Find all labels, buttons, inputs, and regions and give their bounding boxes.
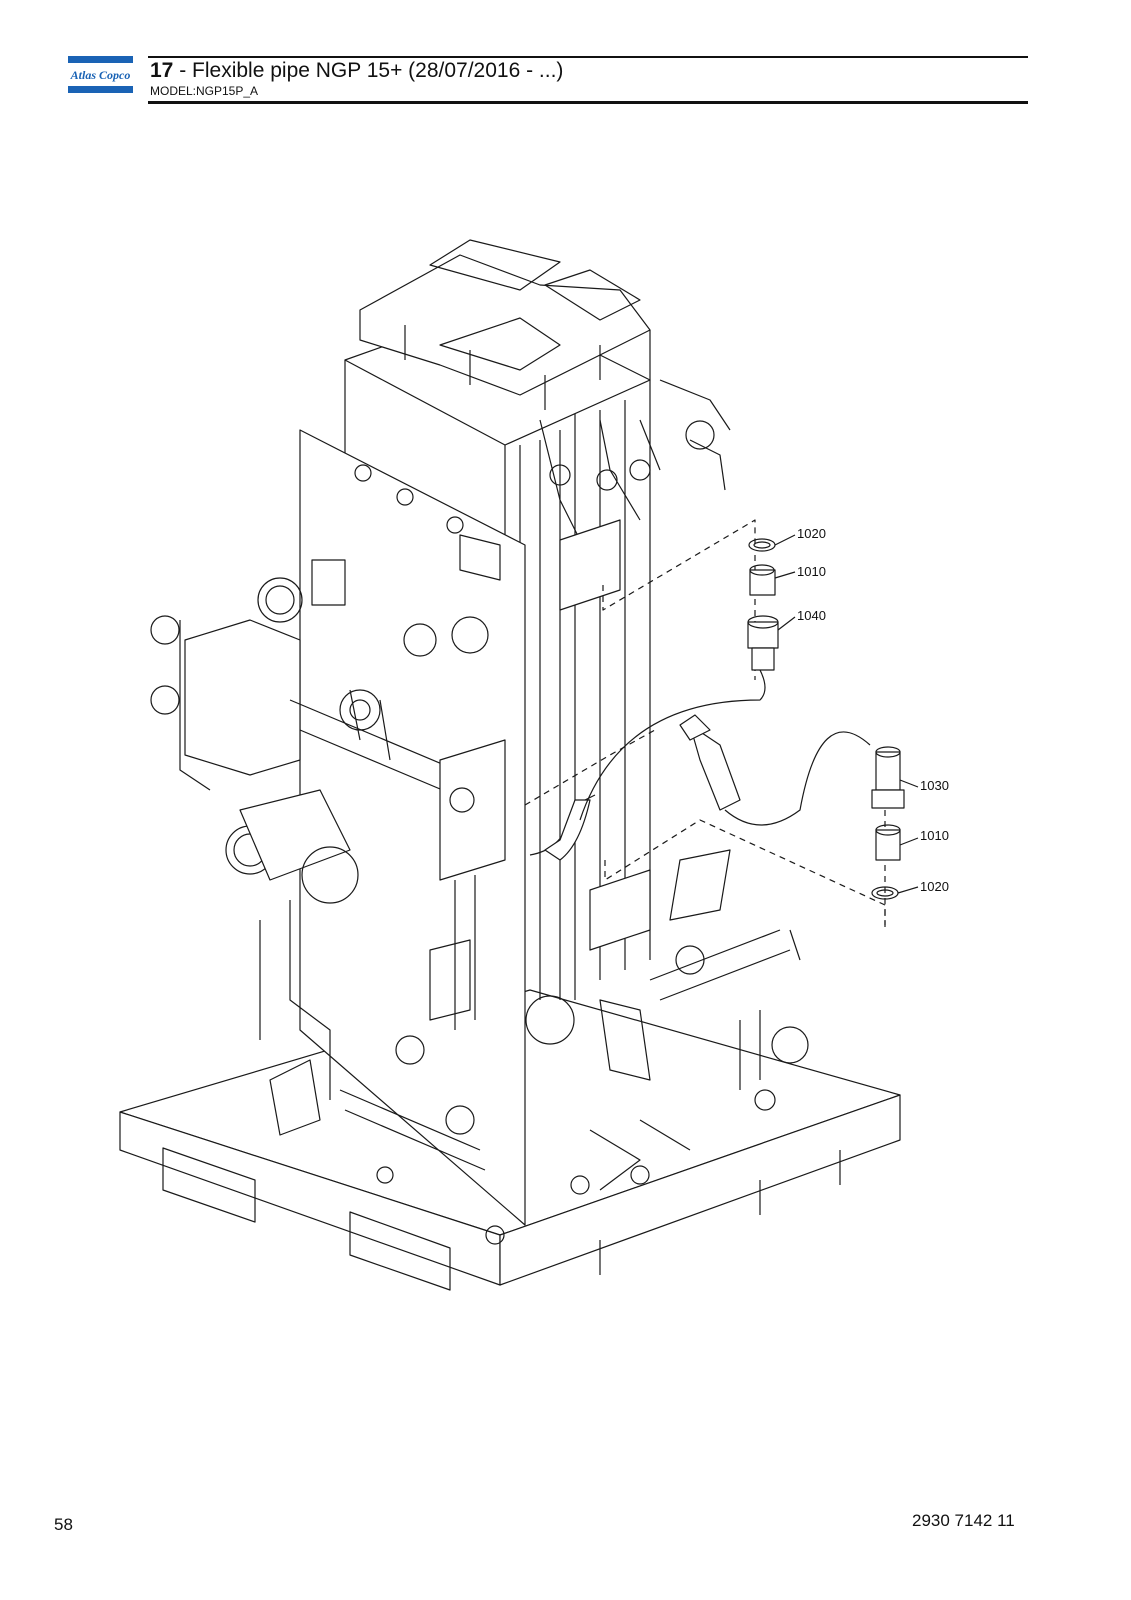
callout-1030: 1030 xyxy=(920,778,949,793)
model-code: MODEL:NGP15P_A xyxy=(150,84,259,98)
atlas-copco-logo: Atlas Copco xyxy=(68,56,133,93)
exploded-parts xyxy=(747,538,905,900)
machine-frame xyxy=(344,239,651,1000)
flexible-hose xyxy=(529,669,871,861)
centre-piping xyxy=(289,616,506,1245)
callout-1020-top: 1020 xyxy=(797,526,826,541)
page-number: 58 xyxy=(54,1515,73,1534)
callout-1010-bottom: 1010 xyxy=(920,828,949,843)
callout-1020-bottom: 1020 xyxy=(920,879,949,894)
right-piping xyxy=(525,379,809,1195)
title-text: - Flexible pipe NGP 15+ (28/07/2016 - ..… xyxy=(173,59,564,82)
header-top-rule xyxy=(148,56,1028,58)
callout-1010-top: 1010 xyxy=(797,564,826,579)
leader-lines xyxy=(774,534,919,894)
document-number: 2930 7142 11 xyxy=(912,1511,1015,1530)
left-assemblies xyxy=(150,559,359,1136)
callout-1040: 1040 xyxy=(797,608,826,623)
section-number: 17 xyxy=(150,59,174,82)
page-title: 17 - Flexible pipe NGP 15+ (28/07/2016 -… xyxy=(150,59,563,83)
header-bottom-rule xyxy=(148,101,1028,104)
svg-text:Atlas Copco: Atlas Copco xyxy=(70,68,131,82)
